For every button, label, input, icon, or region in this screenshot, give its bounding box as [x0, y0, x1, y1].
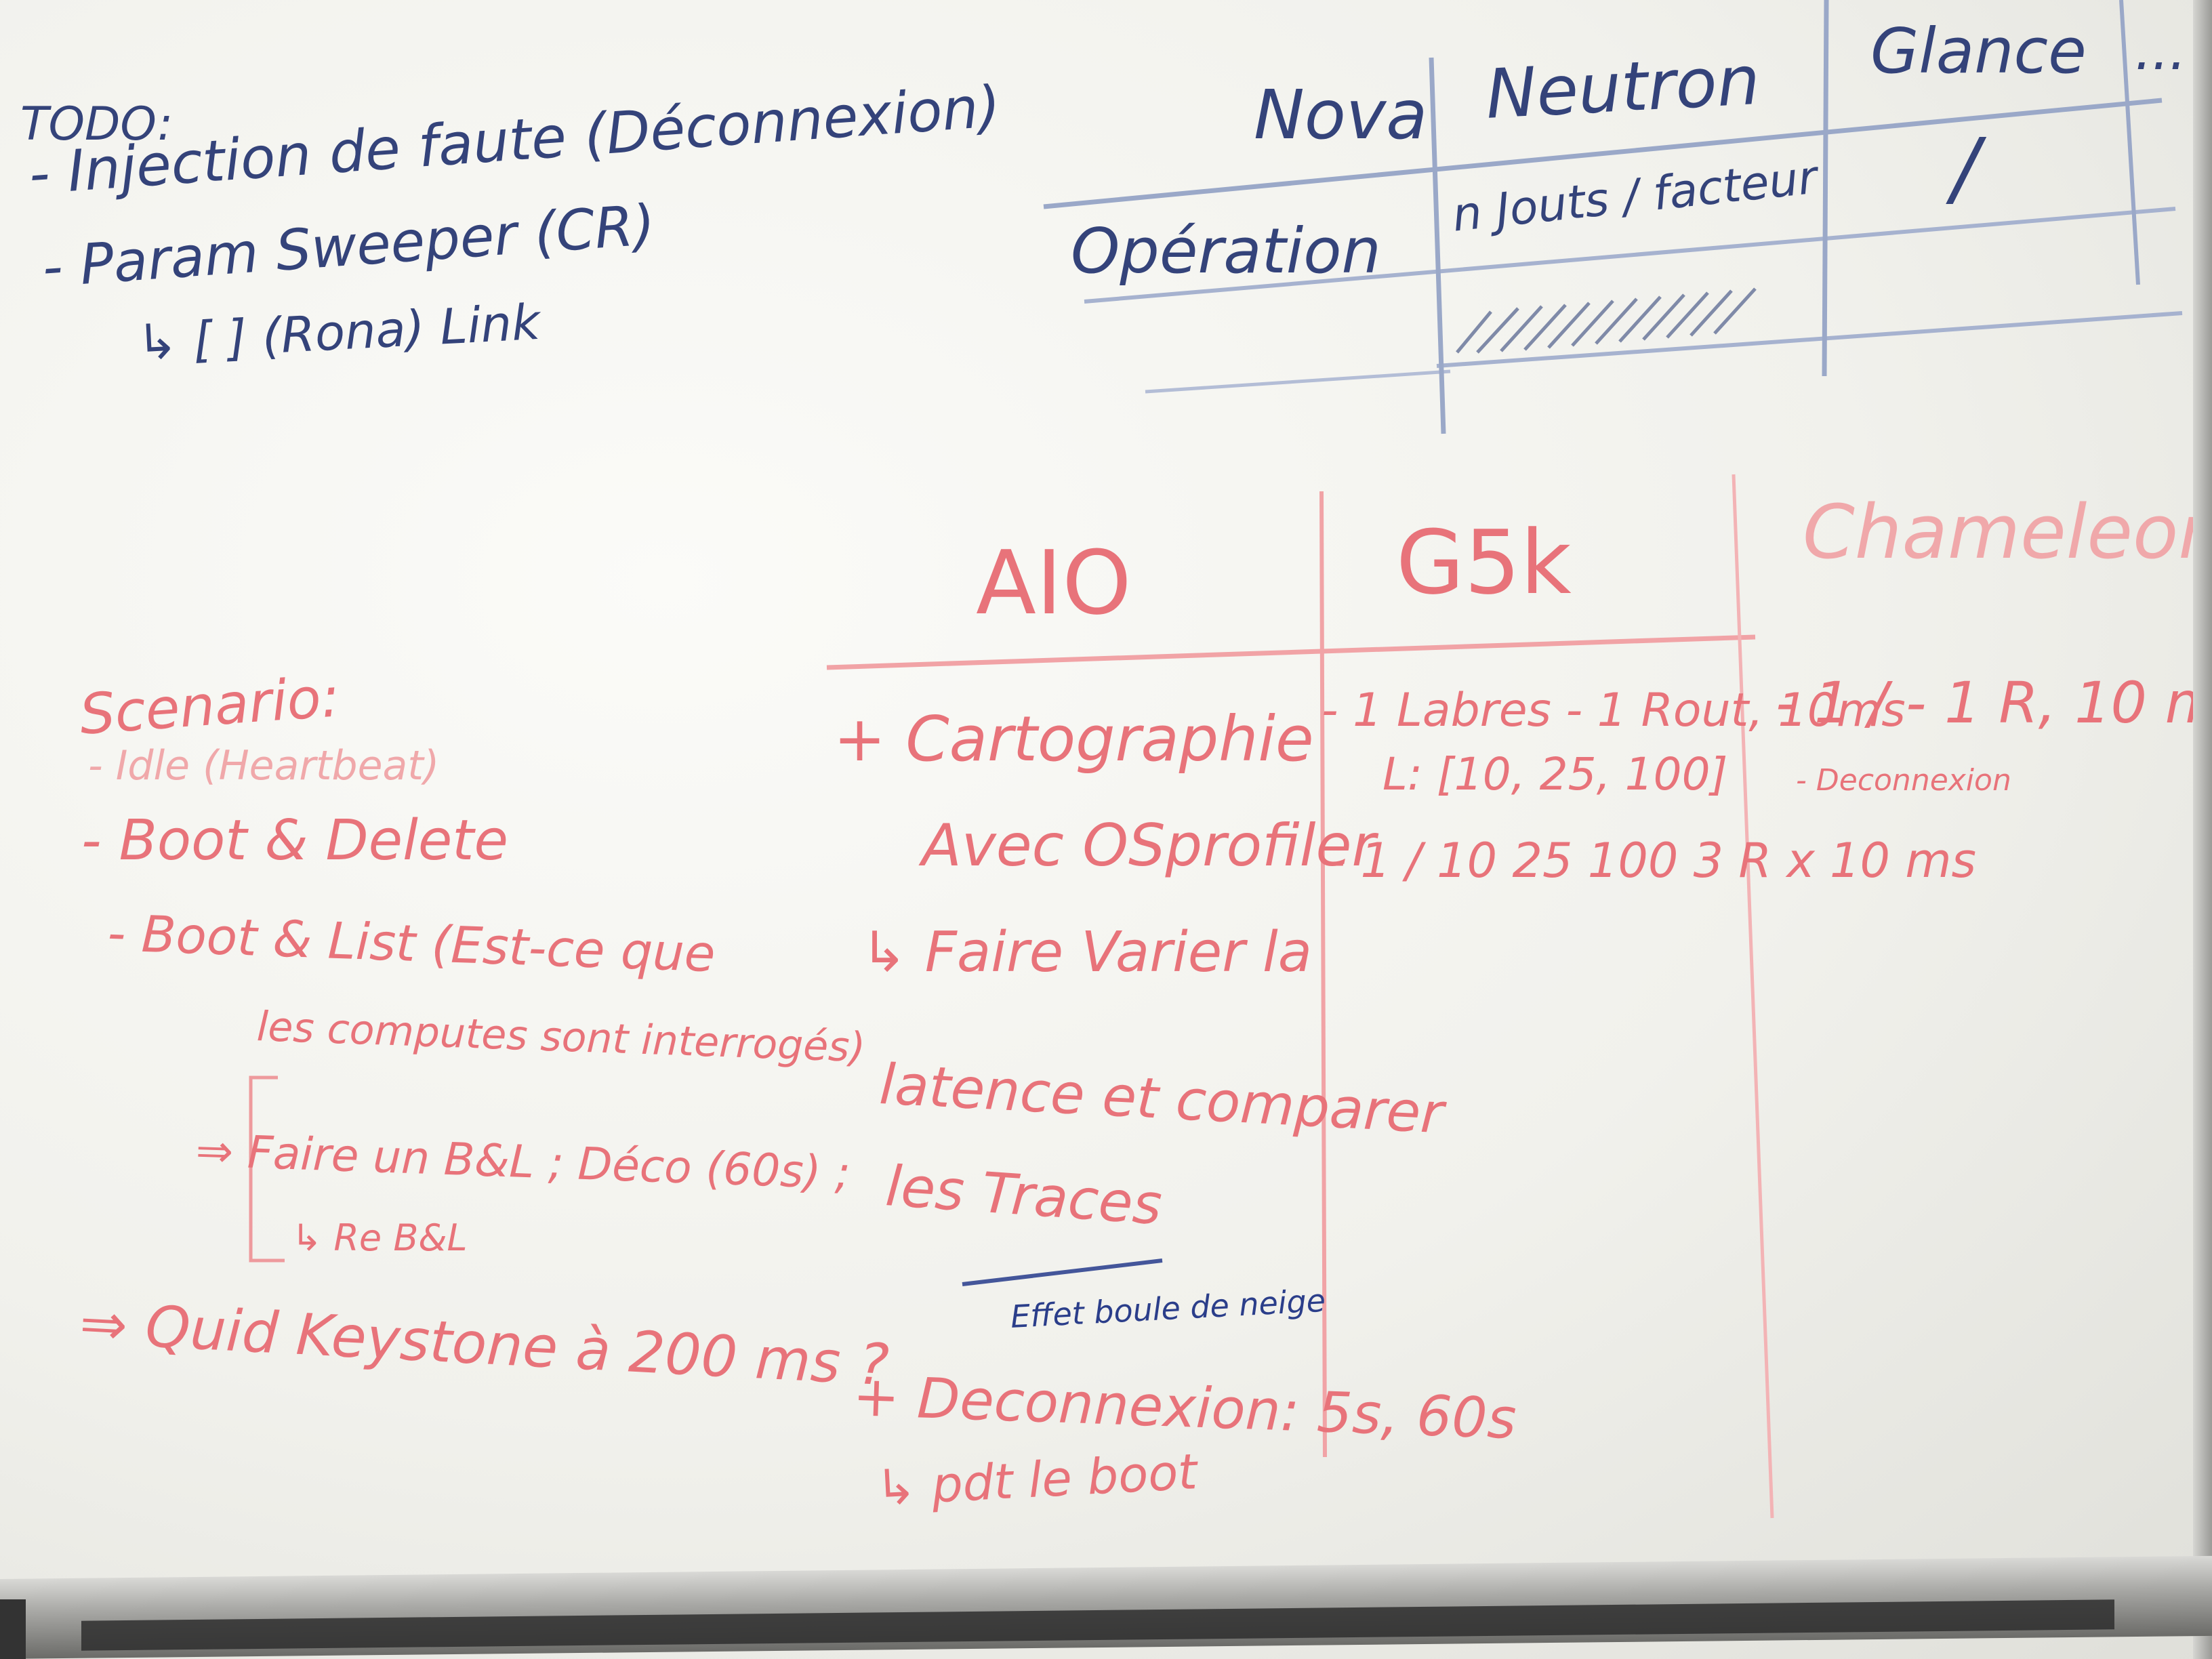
aio-line-2: Avec OSprofiler	[922, 812, 1376, 880]
board-frame-right	[2193, 0, 2212, 1659]
blue-table-row-line-3	[1145, 369, 1451, 394]
scenario-s4b: ↳ Re B&L	[291, 1216, 468, 1259]
red-col-g5k: G5k	[1396, 511, 1572, 614]
red-table-col-line-1	[1319, 491, 1327, 1458]
chameleon-line-1: - 1 / - 1 R, 10 ms	[1776, 670, 2212, 736]
blue-col-glance: Glance	[1870, 15, 2087, 87]
red-col-chameleon: Chameleon	[1803, 489, 2212, 575]
blue-table-row-line-2	[1436, 311, 2183, 368]
blue-table-col-line-1	[1429, 57, 1446, 434]
scenario-bracket	[249, 1076, 285, 1263]
g5k-line-3: - 1 / 10 25 100 3 R x 10 ms	[1328, 833, 1976, 888]
blue-table-col-line-2	[1822, 0, 1829, 377]
blue-col-neutron: Neutron	[1483, 40, 1762, 134]
scenario-s2: - Boot & Delete	[81, 808, 508, 873]
red-table-header-line	[826, 634, 1756, 670]
blue-col-nova: Nova	[1254, 75, 1428, 155]
blue-cell-glance: /	[1952, 122, 1980, 216]
blue-table-row-line-1	[1084, 207, 2176, 304]
blue-row-operation: Opération	[1071, 215, 1381, 287]
frame-corner	[0, 1599, 26, 1659]
aio-underline	[962, 1258, 1163, 1286]
hatched-cell	[1456, 287, 1757, 354]
g5k-line-2: L: [10, 25, 100]	[1382, 748, 1728, 800]
blue-col-more: ...	[2135, 19, 2187, 82]
blue-table-col-line-3	[2119, 0, 2140, 285]
aio-line-1: + Cartographie	[834, 703, 1314, 775]
red-col-aio: AIO	[976, 531, 1132, 634]
todo-title: TODO:	[20, 98, 173, 151]
blue-table-header-line	[1043, 98, 2163, 209]
g5k-line-1: - 1 Labres - 1 Rout, 10ms	[1322, 684, 1906, 737]
scenario-s1: - Idle (Heartbeat)	[88, 742, 440, 790]
aio-line-3: ↳ Faire Varier la	[861, 920, 1313, 985]
red-table-col-line-2	[1732, 474, 1774, 1519]
chameleon-line-2: - Deconnexion	[1796, 763, 2011, 798]
